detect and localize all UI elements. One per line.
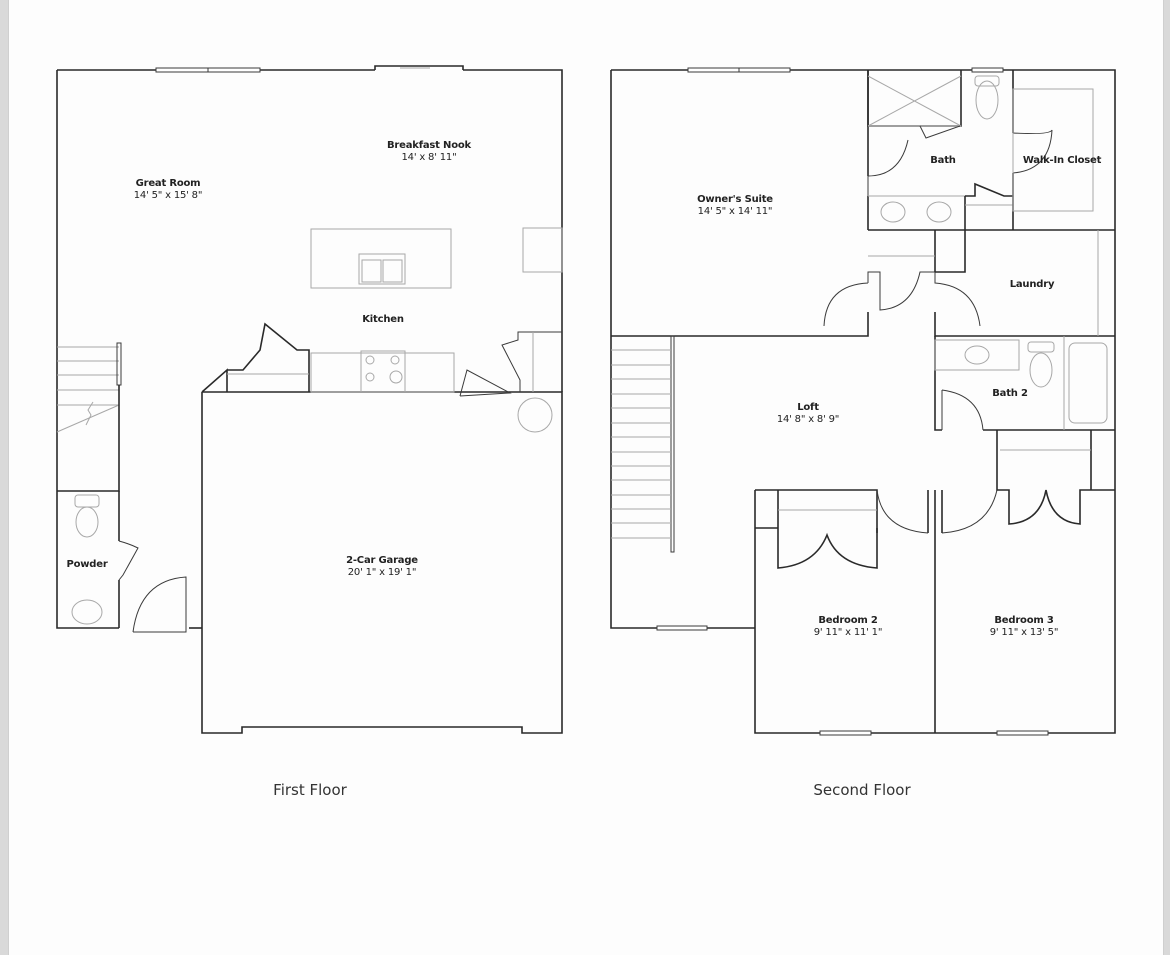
room-label-owners-suite: Owner's Suite 14' 5" x 14' 11" <box>697 194 773 218</box>
first-floor-title: First Floor <box>273 781 347 799</box>
floor-plan-page <box>8 0 1164 955</box>
walk-in-closet <box>1012 70 1094 230</box>
room-name: Bedroom 3 <box>994 615 1054 626</box>
room-label-bedroom-2: Bedroom 2 9' 11" x 11' 1" <box>814 615 883 639</box>
first-floor-plan <box>56 65 563 734</box>
room-label-kitchen: Kitchen <box>362 314 404 326</box>
stairs-first-floor <box>56 342 122 492</box>
room-name: Powder <box>66 559 108 570</box>
second-floor-plan <box>610 67 1116 736</box>
room-name: Walk-In Closet <box>1022 155 1102 166</box>
room-name: Bedroom 2 <box>818 615 878 626</box>
bath-2 <box>934 336 1115 431</box>
room-name: Kitchen <box>362 314 404 325</box>
room-name: Owner's Suite <box>697 194 773 205</box>
room-label-loft: Loft 14' 8" x 8' 9" <box>776 402 840 426</box>
kitchen-island <box>310 228 452 289</box>
powder-room <box>71 491 187 633</box>
room-label-walk-in-closet: Walk-In Closet <box>1022 155 1102 167</box>
room-dimensions: 9' 11" x 13' 5" <box>989 627 1059 638</box>
stairs-second-floor <box>611 335 675 553</box>
room-label-bath: Bath <box>930 155 956 167</box>
room-label-powder: Powder <box>66 559 107 571</box>
second-floor-title: Second Floor <box>813 781 911 799</box>
room-label-great-room: Great Room 14' 5" x 15' 8" <box>134 178 203 202</box>
owners-bath <box>867 70 1013 230</box>
bedroom-closets <box>755 430 1115 733</box>
room-dimensions: 14' 5" x 15' 8" <box>133 190 203 201</box>
room-label-garage: 2-Car Garage 20' 1" x 19' 1" <box>346 555 418 579</box>
room-dimensions: 14' 8" x 8' 9" <box>776 414 840 425</box>
room-label-bath-2: Bath 2 <box>992 388 1028 400</box>
room-dimensions: 9' 11" x 11' 1" <box>813 627 883 638</box>
room-name: Laundry <box>1009 279 1055 290</box>
room-label-breakfast-nook: Breakfast Nook 14' x 8' 11" <box>387 140 471 164</box>
room-name: Bath <box>930 155 956 166</box>
room-name: Loft <box>797 402 819 413</box>
room-dimensions: 20' 1" x 19' 1" <box>347 567 417 578</box>
room-name: Breakfast Nook <box>386 140 472 151</box>
room-label-bedroom-3: Bedroom 3 9' 11" x 13' 5" <box>990 615 1059 639</box>
room-label-laundry: Laundry <box>1010 279 1055 291</box>
room-dimensions: 14' x 8' 11" <box>401 152 457 163</box>
room-name: Bath 2 <box>992 388 1028 399</box>
room-name: 2-Car Garage <box>346 555 418 566</box>
room-dimensions: 14' 5" x 14' 11" <box>697 206 773 217</box>
room-name: Great Room <box>135 178 201 189</box>
garage <box>201 391 563 734</box>
